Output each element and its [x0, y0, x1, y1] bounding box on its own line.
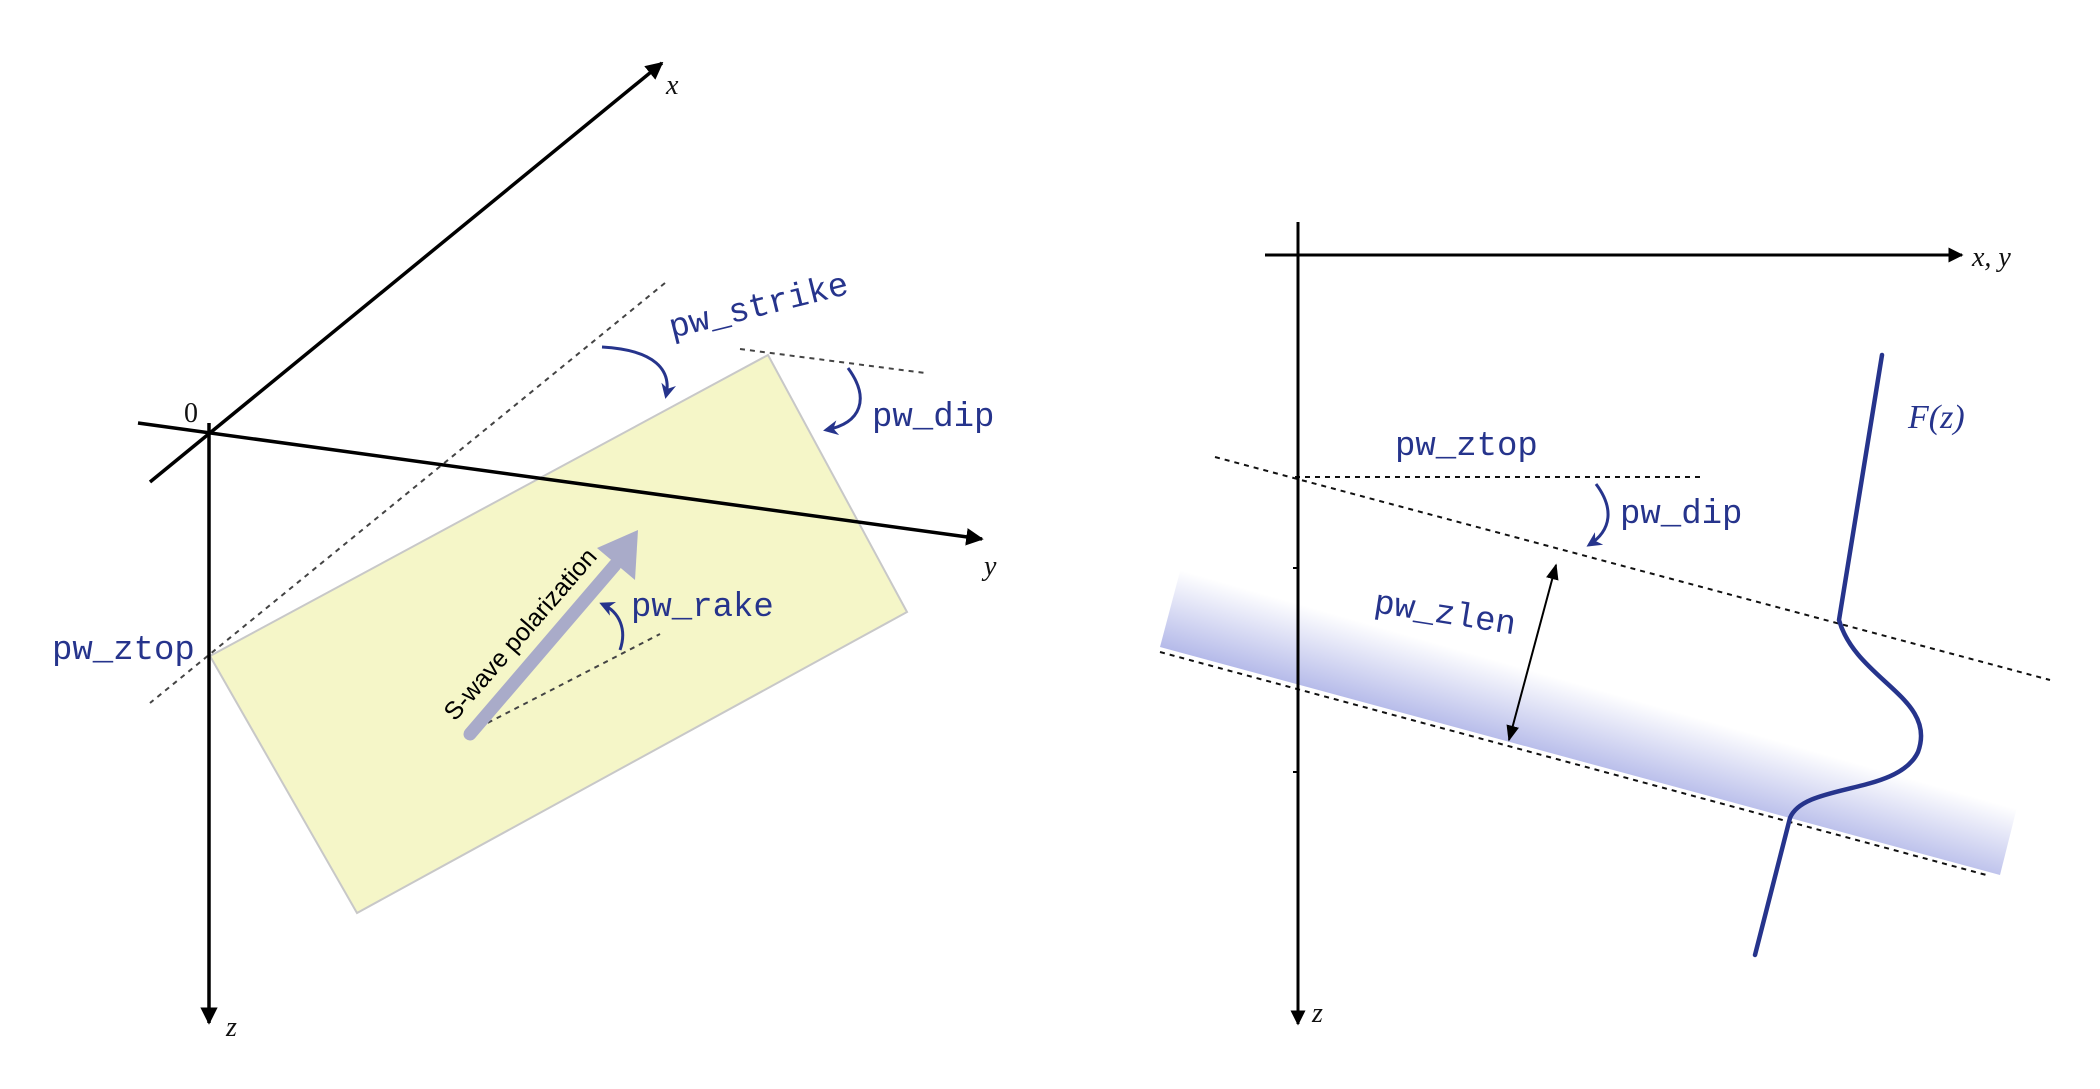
dip-label-right: pw_dip [1620, 496, 1742, 534]
dip-label: pw_dip [872, 399, 994, 437]
band-top-boundary [1214, 456, 2051, 681]
function-label: F(z) [1907, 399, 1965, 436]
plane-wave-band [1160, 458, 2050, 875]
z-axis-label-right: z [1311, 998, 1323, 1029]
function-curve [1752, 352, 1924, 958]
y-axis-label: y [981, 551, 997, 582]
polarization-arrow [463, 530, 638, 741]
y-axis [137, 421, 984, 546]
x-axis-label: x [665, 70, 679, 101]
dip-reference-line [739, 348, 926, 374]
origin-label: 0 [184, 398, 198, 429]
strike-reference-line [149, 282, 666, 704]
xy-axis-label: x, y [1971, 242, 2011, 273]
dip-angle-arrow-right [1586, 483, 1610, 547]
zlen-arrow [1506, 563, 1559, 742]
z-axis-label: z [225, 1012, 237, 1043]
strike-angle-arrow [601, 345, 676, 399]
dip-angle-arrow [823, 367, 862, 436]
x-axis [148, 61, 664, 484]
rake-label: pw_rake [631, 589, 774, 627]
left-panel: S-wave polarization 0 x y z pw_strike pw… [52, 61, 997, 1043]
right-panel: x, y z pw_ztop pw_dip pw_zlen F(z) [1159, 222, 2051, 1029]
strike-label: pw_strike [665, 267, 852, 348]
rake-angle-arrow [599, 602, 625, 651]
ztop-label: pw_ztop [52, 632, 195, 670]
ztop-label-right: pw_ztop [1395, 428, 1538, 466]
